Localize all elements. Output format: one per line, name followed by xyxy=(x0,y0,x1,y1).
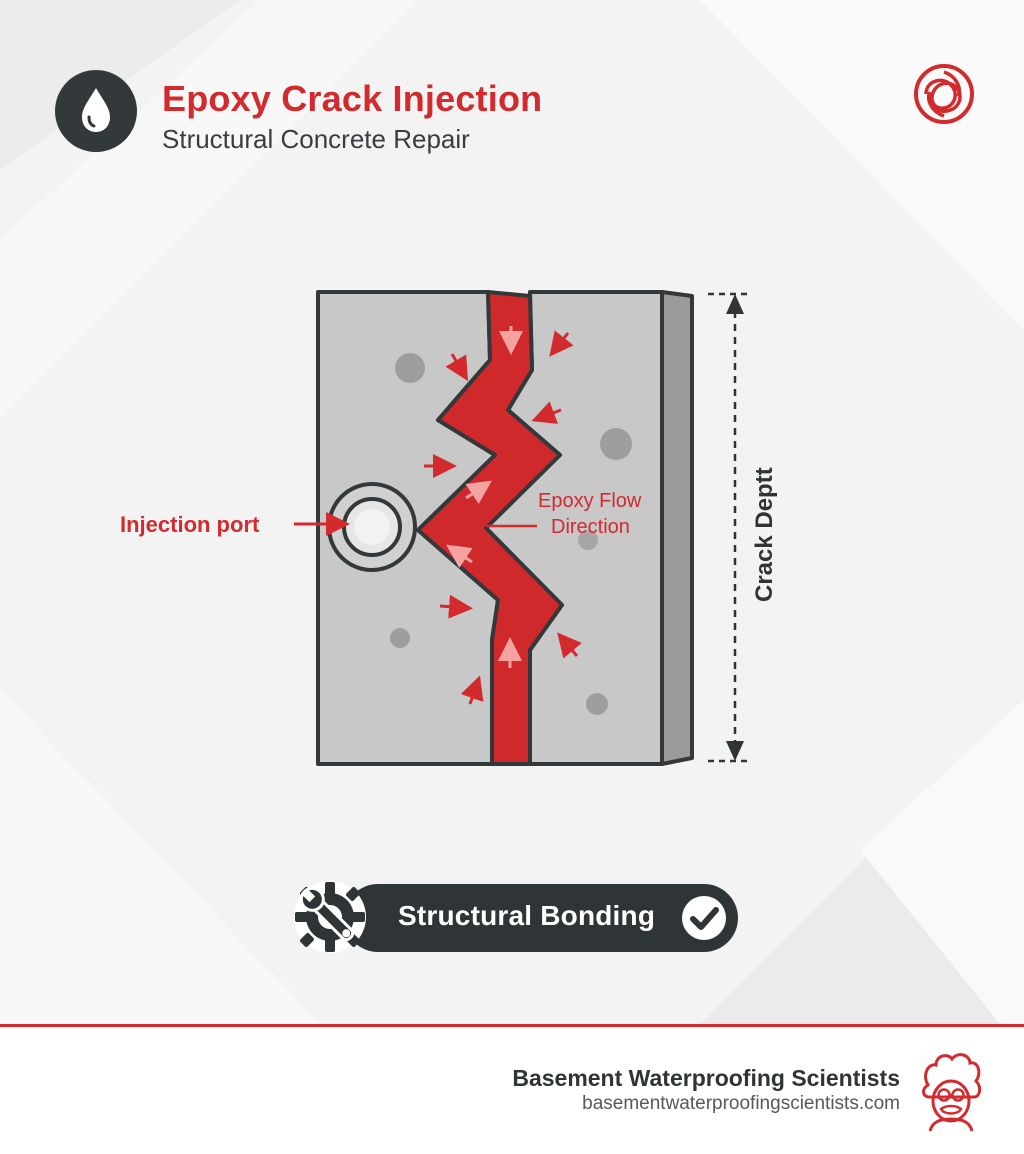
epoxy-filled-crack xyxy=(416,290,564,766)
epoxy-flow-label-line2: Direction xyxy=(551,516,630,538)
celtic-knot-logo xyxy=(914,64,974,124)
aggregate-dot xyxy=(390,628,410,648)
flow-arrows xyxy=(446,326,523,668)
page-subtitle: Structural Concrete Repair xyxy=(162,124,470,154)
aggregate-dot xyxy=(578,530,598,550)
footer-divider xyxy=(0,1024,1024,1027)
crack-depth-dimension xyxy=(708,292,752,763)
crack-depth-label: Crack Deptt xyxy=(751,467,778,602)
block-side-face xyxy=(660,290,694,766)
crack-injection-diagram: Injection port Epoxy Flow Direction Crac… xyxy=(120,290,778,766)
water-drop-icon xyxy=(55,70,137,152)
aggregate-dot xyxy=(600,428,632,460)
footer-url[interactable]: basementwaterproofingscientists.com xyxy=(582,1093,900,1114)
structural-bonding-badge: Structural Bonding xyxy=(286,876,746,958)
footer-brand: Basement Waterproofing Scientists xyxy=(512,1065,900,1091)
page-title: Epoxy Crack Injection xyxy=(162,78,543,119)
gear-wrench-icon xyxy=(294,881,366,953)
badge-label: Structural Bonding xyxy=(398,900,656,931)
scientist-mascot-icon xyxy=(922,1053,982,1132)
badge-pill xyxy=(344,884,738,952)
footer: Basement Waterproofing Scientists baseme… xyxy=(0,1027,1024,1154)
injection-port-label: Injection port xyxy=(120,512,260,537)
injection-port-icon xyxy=(327,482,417,572)
check-circle-icon xyxy=(682,896,726,940)
pressure-arrows xyxy=(424,330,582,705)
aggregate-dot xyxy=(395,353,425,383)
epoxy-flow-label: Epoxy Flow xyxy=(538,490,642,512)
aggregate-dot xyxy=(586,693,608,715)
